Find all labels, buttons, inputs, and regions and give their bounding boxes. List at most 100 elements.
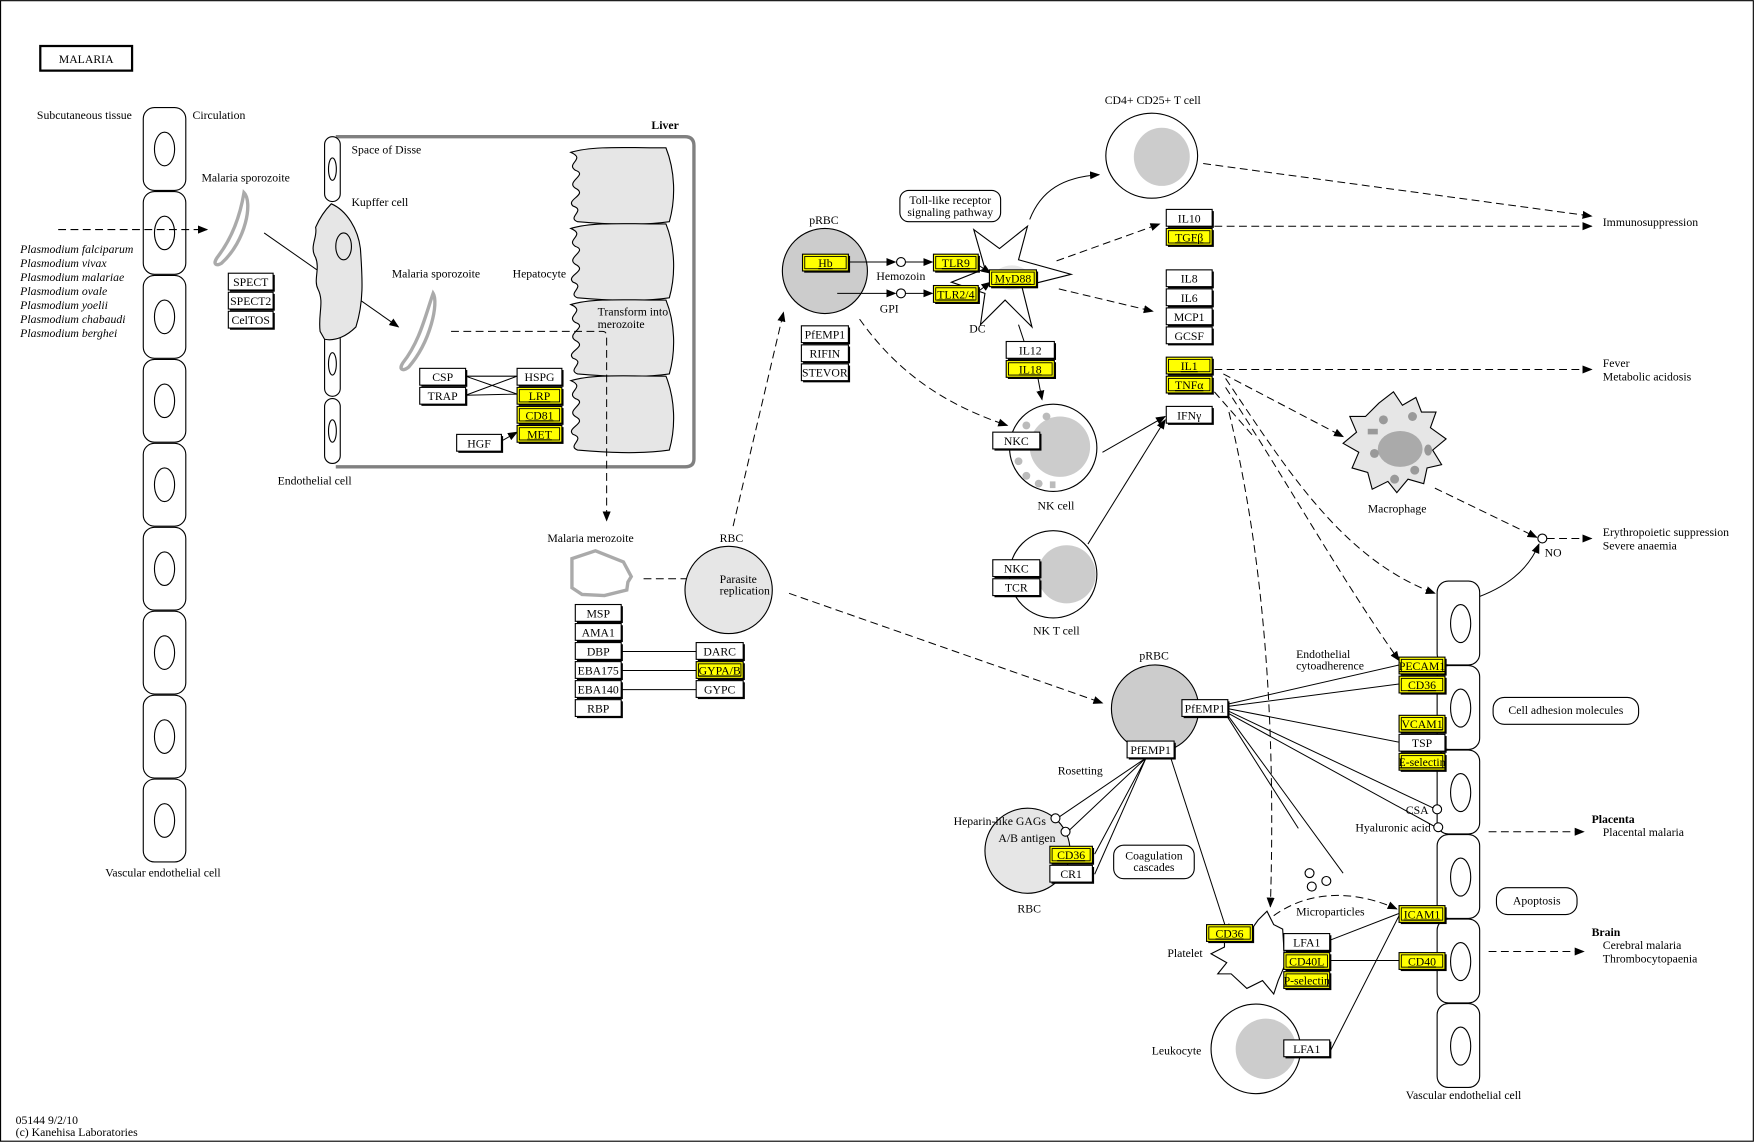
label-space-disse: Space of Disse <box>351 143 421 156</box>
gene-label: IL6 <box>1181 292 1198 305</box>
pathway-link-cam[interactable]: Cell adhesion molecules <box>1492 696 1640 725</box>
label-hyaluronic: Hyaluronic acid <box>1355 822 1430 835</box>
gene-il12[interactable]: IL12 <box>1005 340 1057 360</box>
gene-myd88[interactable]: MyD88 <box>988 269 1039 289</box>
label-no: NO <box>1545 546 1562 559</box>
gene-il10[interactable]: IL10 <box>1165 208 1214 228</box>
outcome-immunosuppression: Immunosuppression <box>1603 216 1698 229</box>
gene-label: IL12 <box>1019 344 1042 357</box>
gene-tlr9[interactable]: TLR9 <box>932 253 980 273</box>
gene-pfemp1a[interactable]: PfEMP1 <box>800 325 851 345</box>
footer-copyright: (c) Kanehisa Laboratories <box>16 1126 138 1139</box>
label-nktcell: NK T cell <box>1033 625 1080 638</box>
label-hemozoin: Hemozoin <box>876 270 925 283</box>
pathway-link-apoptosis[interactable]: Apoptosis <box>1495 887 1578 916</box>
gene-il8[interactable]: IL8 <box>1165 269 1214 289</box>
gene-rbp[interactable]: RBP <box>574 699 623 719</box>
outcome-erythropoietic: Erythropoietic suppression <box>1603 526 1729 539</box>
gene-cd40l[interactable]: CD40L <box>1283 952 1332 972</box>
gene-trap[interactable]: TRAP <box>419 386 468 406</box>
gene-label: Hb <box>818 257 832 270</box>
gene-cd40[interactable]: CD40 <box>1398 952 1447 972</box>
gene-label: CD36 <box>1215 927 1243 940</box>
gene-vcam1[interactable]: VCAM1 <box>1398 714 1447 734</box>
svg-text:Toll-like receptor: Toll-like receptor <box>909 194 991 207</box>
gene-pselectin[interactable]: P-selectin <box>1283 971 1332 991</box>
gene-nkc2[interactable]: NKC <box>992 559 1042 579</box>
species-item: Plasmodium malariae <box>19 271 124 284</box>
label-rbc-1: RBC <box>720 532 744 545</box>
gene-celtos[interactable]: CelTOS <box>227 310 275 330</box>
gene-icam1[interactable]: ICAM1 <box>1398 905 1447 925</box>
gene-il6[interactable]: IL6 <box>1165 288 1214 308</box>
gene-dbp[interactable]: DBP <box>574 642 623 662</box>
gene-tgfb[interactable]: TGFβ <box>1165 227 1214 247</box>
gene-label: GCSF <box>1175 330 1205 343</box>
gene-label: NKC <box>1004 435 1029 448</box>
gene-label: CD36 <box>1057 849 1085 862</box>
gene-label: IL1 <box>1181 360 1198 373</box>
gene-tsp[interactable]: TSP <box>1398 733 1447 753</box>
outcome-cerebral: Cerebral malaria <box>1603 939 1682 952</box>
gene-eba175[interactable]: EBA175 <box>574 661 623 681</box>
gene-met[interactable]: MET <box>516 424 564 444</box>
species-item: Plasmodium vivax <box>19 257 107 270</box>
gene-hb[interactable]: Hb <box>801 253 851 273</box>
liver-compartment: Liver <box>335 119 696 469</box>
gene-il18[interactable]: IL18 <box>1005 359 1057 379</box>
gene-tnfa[interactable]: TNFα <box>1165 375 1214 395</box>
gene-mcp1[interactable]: MCP1 <box>1165 307 1214 327</box>
gene-cd36a[interactable]: CD36 <box>1049 845 1095 865</box>
gene-cr1[interactable]: CR1 <box>1049 864 1095 884</box>
gene-tcr[interactable]: TCR <box>992 578 1042 598</box>
vascular-endothelium-left <box>142 107 187 863</box>
gene-label: HSPG <box>524 371 555 384</box>
gene-rifin[interactable]: RIFIN <box>800 344 851 364</box>
gene-spect[interactable]: SPECT <box>227 272 275 292</box>
gene-cd81[interactable]: CD81 <box>516 405 564 425</box>
gene-stevor[interactable]: STEVOR <box>800 363 851 383</box>
gene-label: CD36 <box>1408 679 1436 692</box>
gene-ama1[interactable]: AMA1 <box>574 622 623 643</box>
label-parasite-1: Parasite <box>720 573 757 586</box>
pathway-link-tlr[interactable]: Toll-like receptor signaling pathway <box>899 189 1002 223</box>
gene-pecam1[interactable]: PECAM1 <box>1398 656 1447 676</box>
gene-label: PfEMP1 <box>1185 703 1226 716</box>
gene-ifng[interactable]: IFNγ <box>1165 405 1214 425</box>
gene-lrp[interactable]: LRP <box>516 386 564 406</box>
gene-gcsf[interactable]: GCSF <box>1165 326 1214 346</box>
outcome-acidosis: Metabolic acidosis <box>1603 371 1692 384</box>
gene-label: TLR2/4 <box>937 288 974 301</box>
label-subcutaneous: Subcutaneous tissue <box>37 109 132 122</box>
hepatocytes <box>569 146 675 454</box>
gene-label: CD81 <box>525 409 553 422</box>
label-transform-2: merozoite <box>598 318 645 331</box>
pathway-link-coagulation[interactable]: Coagulation cascades <box>1113 844 1195 880</box>
gene-il1[interactable]: IL1 <box>1165 356 1214 376</box>
gene-csp[interactable]: CSP <box>419 367 468 387</box>
gene-lfa1b[interactable]: LFA1 <box>1283 1039 1332 1059</box>
gene-label: TSP <box>1412 737 1433 750</box>
gene-hgf[interactable]: HGF <box>456 433 504 453</box>
gene-cd36c[interactable]: CD36 <box>1206 924 1255 944</box>
vascular-endothelium-right <box>1436 580 1481 1089</box>
gene-gypc[interactable]: GYPC <box>695 680 745 700</box>
gene-nkc1[interactable]: NKC <box>992 431 1042 451</box>
label-kupffer: Kupffer cell <box>351 196 409 209</box>
gene-label: IL8 <box>1181 273 1198 286</box>
gene-gypab[interactable]: GYPA/B <box>695 661 745 681</box>
gene-hspg[interactable]: HSPG <box>516 367 564 387</box>
gene-msp[interactable]: MSP <box>574 603 623 623</box>
svg-text:Apoptosis: Apoptosis <box>1513 894 1561 907</box>
gene-cd36b[interactable]: CD36 <box>1398 675 1447 695</box>
gene-spect2[interactable]: SPECT2 <box>227 291 275 311</box>
gene-lfa1a[interactable]: LFA1 <box>1283 933 1332 953</box>
gene-pfemp1b[interactable]: PfEMP1 <box>1181 699 1230 719</box>
gene-pfemp1c[interactable]: PfEMP1 <box>1126 740 1176 760</box>
gene-eba140[interactable]: EBA140 <box>574 680 623 700</box>
gene-eselectin[interactable]: E-selectin <box>1398 752 1447 772</box>
gene-darc[interactable]: DARC <box>695 642 745 662</box>
map-title-box: MALARIA <box>39 44 134 72</box>
gene-tlr24[interactable]: TLR2/4 <box>932 284 980 304</box>
sporozoite-shape-1 <box>213 189 250 267</box>
